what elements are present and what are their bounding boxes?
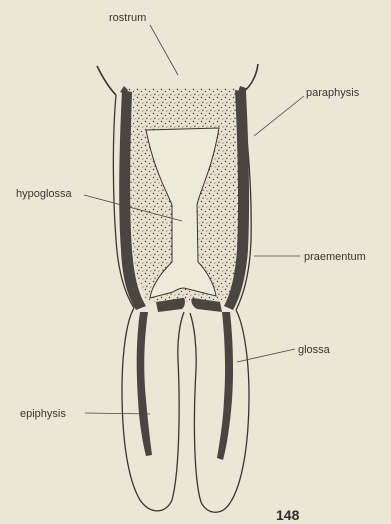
epiphysis-strips [137,312,233,460]
paraphysis-label: paraphysis [306,87,360,99]
rostrum-label: rostrum [109,12,146,24]
epiphysis-label: epiphysis [20,408,66,420]
hypoglossa-label: hypoglossa [16,188,73,200]
glossa-label: glossa [298,344,331,356]
figure-number: 148 [276,507,300,523]
praementum-label: praementum [304,251,366,263]
